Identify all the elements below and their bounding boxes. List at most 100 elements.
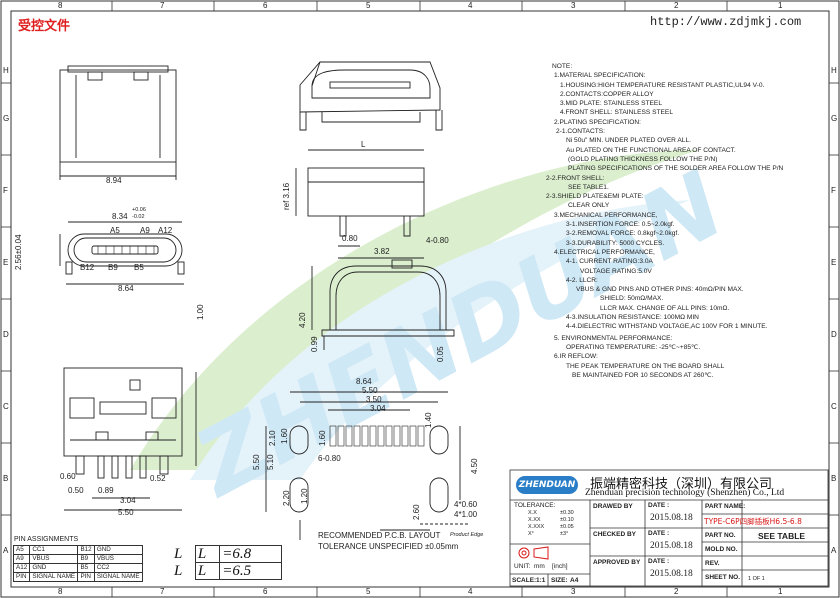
dim-bot-089: 0.89	[98, 486, 114, 495]
col-label-bottom-7: 7	[160, 587, 165, 596]
date-approved: 2015.08.18	[650, 569, 693, 579]
dim-pcb-350: 3.50	[366, 395, 382, 404]
company-url[interactable]: http://www.zdjmkj.com	[650, 15, 802, 29]
notes-block: NOTE: 1.MATERIAL SPECIFICATION: 1.HOUSIN…	[546, 62, 783, 380]
col-label-top-4: 4	[468, 1, 473, 10]
row-label-right-c: C	[831, 402, 837, 411]
dim-pcb-550: 5.50	[362, 386, 378, 395]
col-label-bottom-6: 6	[263, 587, 268, 596]
side-view-drawing	[295, 149, 425, 259]
col-label-top-1: 1	[778, 1, 783, 10]
row-label-left-d: D	[3, 330, 9, 339]
note-line: 4.FRONT SHELL: STAINLESS STEEL	[560, 109, 673, 117]
note-line: 3.MECHANICAL PERFORMANCE,	[554, 211, 658, 219]
dim-pcb-450: 4.50	[470, 458, 479, 474]
part-no-label: PART NO.	[705, 532, 736, 539]
dim-bot-060: 0.60	[60, 472, 76, 481]
table-cell: B9	[77, 554, 95, 564]
scale-label: SCALE:	[512, 577, 537, 584]
logo-text: ZHENDUAN	[518, 480, 576, 490]
table-cell: GND	[29, 563, 79, 573]
dim-pcb-510: 5.10	[266, 454, 275, 470]
row-label-right-d: D	[831, 330, 837, 339]
date-label-1: DATE :	[648, 502, 670, 509]
dim-bot-550: 5.50	[118, 508, 134, 517]
dim-top-width: 8.94	[106, 176, 122, 185]
title-block-lines	[509, 469, 829, 587]
dim-bot-050: 0.50	[68, 486, 84, 495]
front-view-drawing	[59, 221, 185, 285]
dim-side-height: 1.00	[196, 304, 205, 320]
col-label-top-7: 7	[160, 1, 165, 10]
controlled-document-stamp: 受控文件	[18, 19, 71, 34]
part-no-value: SEE TABLE	[758, 531, 806, 541]
length-table: L L =6.8 L L =6.5	[172, 545, 282, 580]
note-line: 4-1. CURRENT RATING:3.0A	[566, 258, 653, 266]
row-label-right-b: B	[831, 474, 837, 483]
pin-label-a5: A5	[110, 226, 120, 235]
row-label-right-h: H	[831, 66, 837, 75]
table-cell: VBUS	[93, 554, 144, 564]
table-cell: =6.8	[219, 545, 282, 563]
pin-assignments-table: A5 CC1 B12 GND A9 VBUS B9 VBUS A12 GND B…	[12, 545, 144, 582]
col-label-top-8: 8	[58, 1, 63, 10]
note-line: 1.HOUSING:HIGH TEMPERATURE RESISTANT PLA…	[560, 81, 765, 89]
date-drawn: 2015.08.18	[650, 513, 693, 523]
note-line: NOTE:	[552, 63, 573, 70]
checked-by-label: CHECKED BY	[593, 531, 636, 538]
dim-pcb-864: 8.64	[356, 377, 372, 386]
date-label-2: DATE :	[648, 530, 670, 537]
unit-label: UNIT:	[514, 563, 531, 570]
pin-assignments-title: PIN ASSIGNMENTS	[14, 536, 79, 543]
table-cell: B12	[77, 545, 95, 555]
table-cell: L	[174, 563, 183, 579]
mold-no-label: MOLD NO.	[705, 546, 738, 553]
pin-label-a9: A9	[140, 226, 150, 235]
note-line: 6.IR REFLOW:	[554, 353, 598, 361]
col-label-top-3: 3	[571, 1, 576, 10]
pin-label-b12: B12	[80, 263, 95, 272]
note-line: OPERATING TEMPERATURE: -25℃~+85℃.	[566, 343, 701, 351]
table-cell: SIGNAL NAME	[29, 572, 79, 582]
tol-row-2-key: X.XX	[528, 517, 541, 523]
col-label-bottom-8: 8	[58, 587, 63, 596]
note-line: (GOLD PLATING THICKNESS FOLLOW THE P/N)	[568, 155, 718, 163]
table-cell: L	[174, 546, 183, 562]
table-cell: L	[194, 545, 221, 563]
note-line: 4.ELECTRICAL PERFORMANCE,	[554, 248, 655, 256]
row-label-right-f: F	[831, 186, 836, 195]
rev-label: REV.	[705, 560, 720, 567]
iso-view-drawing	[299, 61, 443, 131]
table-cell: =6.5	[219, 562, 282, 580]
dim-length-l: L	[361, 140, 366, 149]
pcb-layout-drawing	[265, 391, 470, 540]
company-name-cn: 振端精密科技（深圳）有限公司	[590, 477, 773, 492]
col-label-bottom-2: 2	[674, 587, 679, 596]
note-line: CLEAR ONLY	[568, 202, 610, 210]
dim-099: 0.99	[310, 336, 319, 352]
table-cell: PIN	[77, 572, 95, 582]
tol-row-1-val: ±0.30	[560, 510, 574, 516]
pin-label-b5: B5	[134, 263, 144, 272]
table-row: A9 VBUS B9 VBUS	[12, 554, 144, 564]
dim-pcb-4-060: 4*0.60	[454, 500, 478, 509]
tol-row-3-val: ±0.05	[560, 524, 574, 530]
note-line: 3-3.DURABILITY: 5000 CYCLES.	[566, 239, 665, 247]
note-line: 2.CONTACTS:COPPER ALLOY	[560, 90, 654, 98]
dim-080: 0.80	[342, 234, 358, 243]
note-line: VBUS & GND PINS AND OTHER PINS: 40mΩ/PIN…	[576, 286, 744, 294]
col-label-top-2: 2	[674, 1, 679, 10]
note-line: 3-1.INSERTION FORCE: 0.5~2.0kgf.	[566, 221, 675, 229]
table-cell: GND	[93, 545, 144, 555]
table-cell: VBUS	[29, 554, 79, 564]
dim-bottom-width: 8.64	[118, 284, 134, 293]
note-line: 3.MID PLATE: STAINLESS STEEL	[560, 100, 662, 108]
col-label-bottom-5: 5	[366, 587, 371, 596]
row-label-left-f: F	[3, 186, 8, 195]
dim-pcb-4-100: 4*1.00	[454, 510, 478, 519]
shell-profile-drawing	[311, 259, 455, 350]
dim-4-080: 4-0.80	[426, 236, 449, 245]
projection-icon	[516, 546, 552, 565]
